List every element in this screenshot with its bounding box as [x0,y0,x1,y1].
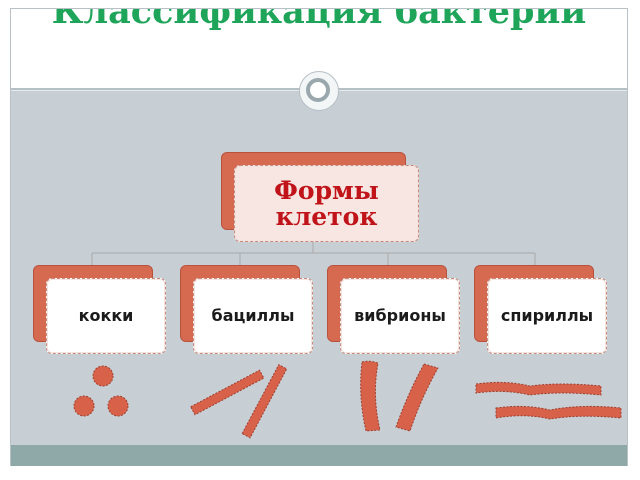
root-node-label: Формы клеток [274,175,379,231]
bacillus-rod [190,369,265,416]
coccus-cell [92,365,114,387]
node-bacilli-label: бациллы [211,306,295,325]
vibrio-cell [395,363,439,432]
circle-ornament-icon [299,71,339,111]
node-cocci-label: кокки [78,306,134,325]
root-node: Формы клеток [234,165,419,242]
node-spirilla: спириллы [487,278,607,354]
node-vibrio-label: вибрионы [354,306,446,325]
node-cocci: кокки [46,278,166,354]
node-vibrio: вибрионы [340,278,460,354]
coccus-cell [107,395,129,417]
spirillum-cell [495,405,622,420]
vibrio-cell [360,360,381,432]
coccus-cell [73,395,95,417]
node-spirilla-label: спириллы [500,306,594,325]
cocci-cluster-icon [73,365,129,417]
node-bacilli: бациллы [193,278,313,354]
bacilli-rods-icon [190,364,288,439]
bottom-band [11,445,627,466]
spirilla-wavy-icon [475,381,622,420]
bacillus-rod [241,364,288,439]
vibrio-curved-rods-icon [360,360,439,432]
slide-title: Классификация бактерий [51,9,587,32]
spirillum-cell [475,381,602,396]
